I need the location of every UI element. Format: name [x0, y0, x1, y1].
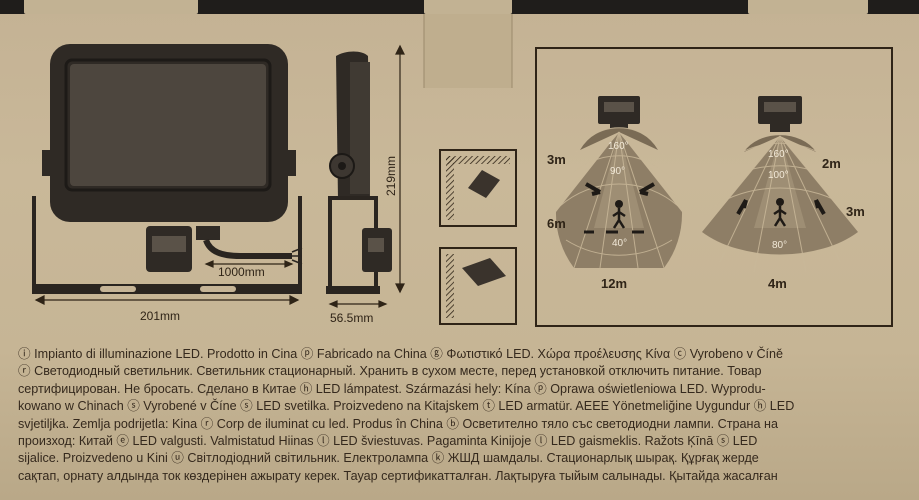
flap-tab [748, 0, 868, 14]
text-line: sijalice. Proizvedeno u Kini ⓤ Світлодіо… [18, 451, 759, 466]
floodlight-side-view [326, 51, 392, 294]
right-angle-top: 160° [768, 149, 789, 160]
text-line: произход: Китай ⓔ LED valgusti. Valmista… [18, 434, 758, 449]
right-angle-mid: 100° [768, 170, 789, 181]
text-line: kowano w Chinach ⓢ Vyrobené v Číne ⓢ LED… [18, 399, 795, 414]
sensor-panel-frame [535, 47, 893, 327]
left-angle-mid: 90° [610, 166, 626, 177]
multilingual-description: ⓘ Impianto di illuminazione LED. Prodott… [18, 346, 898, 485]
height-label: 219mm [384, 155, 398, 196]
sensor-right-diagram [702, 96, 858, 273]
right-dist-mid: 3m [846, 204, 865, 219]
text-line: сақтап, орнату алдында ток көздерінен аж… [18, 468, 778, 483]
right-dist-top: 2m [822, 156, 841, 171]
left-dist-top: 3m [547, 152, 566, 167]
left-dist-bottom: 12m [601, 276, 628, 291]
height-dimension-line [328, 44, 405, 308]
box-flap [424, 14, 512, 88]
sensor-left-diagram [555, 96, 683, 269]
cable-length-label: 1000mm [218, 265, 265, 279]
depth-label: 56.5mm [330, 311, 374, 325]
left-angle-bottom: 40° [612, 238, 628, 249]
width-label: 201mm [140, 309, 181, 323]
floodlight-front-view [32, 44, 303, 294]
text-line: ⓘ Impianto di illuminazione LED. Prodott… [18, 347, 784, 361]
text-line: ⓡ Светодиодный светильник. Светильник ст… [18, 364, 762, 379]
box-top-shadow [0, 0, 919, 14]
left-angle-top: 160° [608, 141, 629, 152]
flap-tab [424, 0, 512, 14]
mount-ceiling-icon [439, 247, 517, 325]
flap-tab [24, 0, 198, 14]
left-dist-mid: 6m [547, 216, 566, 231]
right-angle-bottom: 80° [772, 240, 788, 251]
mount-wall-icon [439, 149, 517, 227]
text-line: svjetiljka. Zemlja podrijetla: Kina ⓡ Co… [18, 416, 778, 431]
width-dimension-line [34, 260, 300, 305]
text-line: сертифицирован. Не бросать. Сделано в Ки… [18, 381, 766, 396]
right-dist-bottom: 4m [768, 276, 787, 291]
